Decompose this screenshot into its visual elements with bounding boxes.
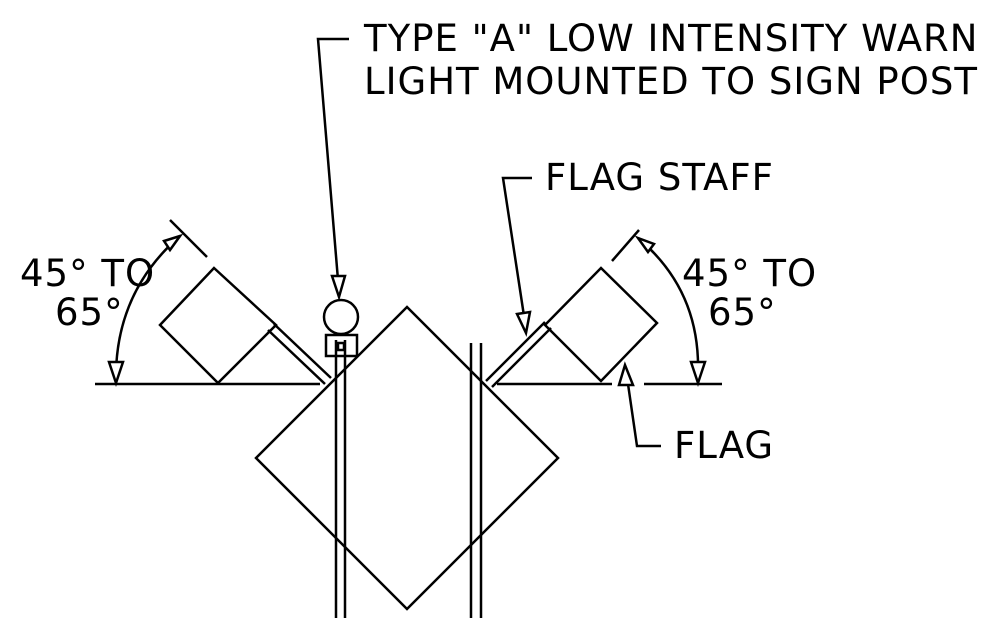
left-flag-staff — [267, 323, 332, 385]
right-flag-staff — [485, 321, 552, 388]
right-flag — [543, 266, 659, 383]
right-angle-label-line1: 45° TO — [682, 252, 817, 295]
flag-staff-label: FLAG STAFF — [545, 156, 774, 199]
right-angle-arrowhead-top — [634, 235, 657, 255]
diamond-sign — [254, 305, 560, 611]
left-flag — [158, 266, 278, 385]
left-angle-label-line1: 45° TO — [20, 252, 155, 295]
right-angle-dimension — [611, 229, 707, 387]
right-angle-label-line2: 65° — [708, 291, 777, 334]
light-leader-arrowhead — [330, 274, 347, 302]
left-sign-post — [334, 340, 347, 618]
light-label-line2: LIGHT MOUNTED TO SIGN POST — [364, 60, 978, 103]
flag-leader-arrowhead — [617, 361, 635, 387]
flag-staff-leader — [501, 176, 532, 337]
light-label-line1: TYPE "A" LOW INTENSITY WARNING — [363, 17, 982, 60]
right-angle-arrowhead-bottom — [689, 360, 707, 387]
right-sign-post — [469, 343, 483, 618]
left-angle-arrowhead-top — [162, 233, 184, 253]
flag-label: FLAG — [674, 424, 774, 467]
left-angle-arrowhead-bottom — [107, 360, 125, 387]
flag-leader — [617, 361, 661, 448]
left-angle-dimension — [107, 219, 208, 387]
light-leader — [316, 37, 349, 302]
warning-light — [322, 298, 360, 358]
left-angle-label-line2: 65° — [55, 291, 124, 334]
flag-staff-leader-arrowhead — [515, 310, 532, 337]
